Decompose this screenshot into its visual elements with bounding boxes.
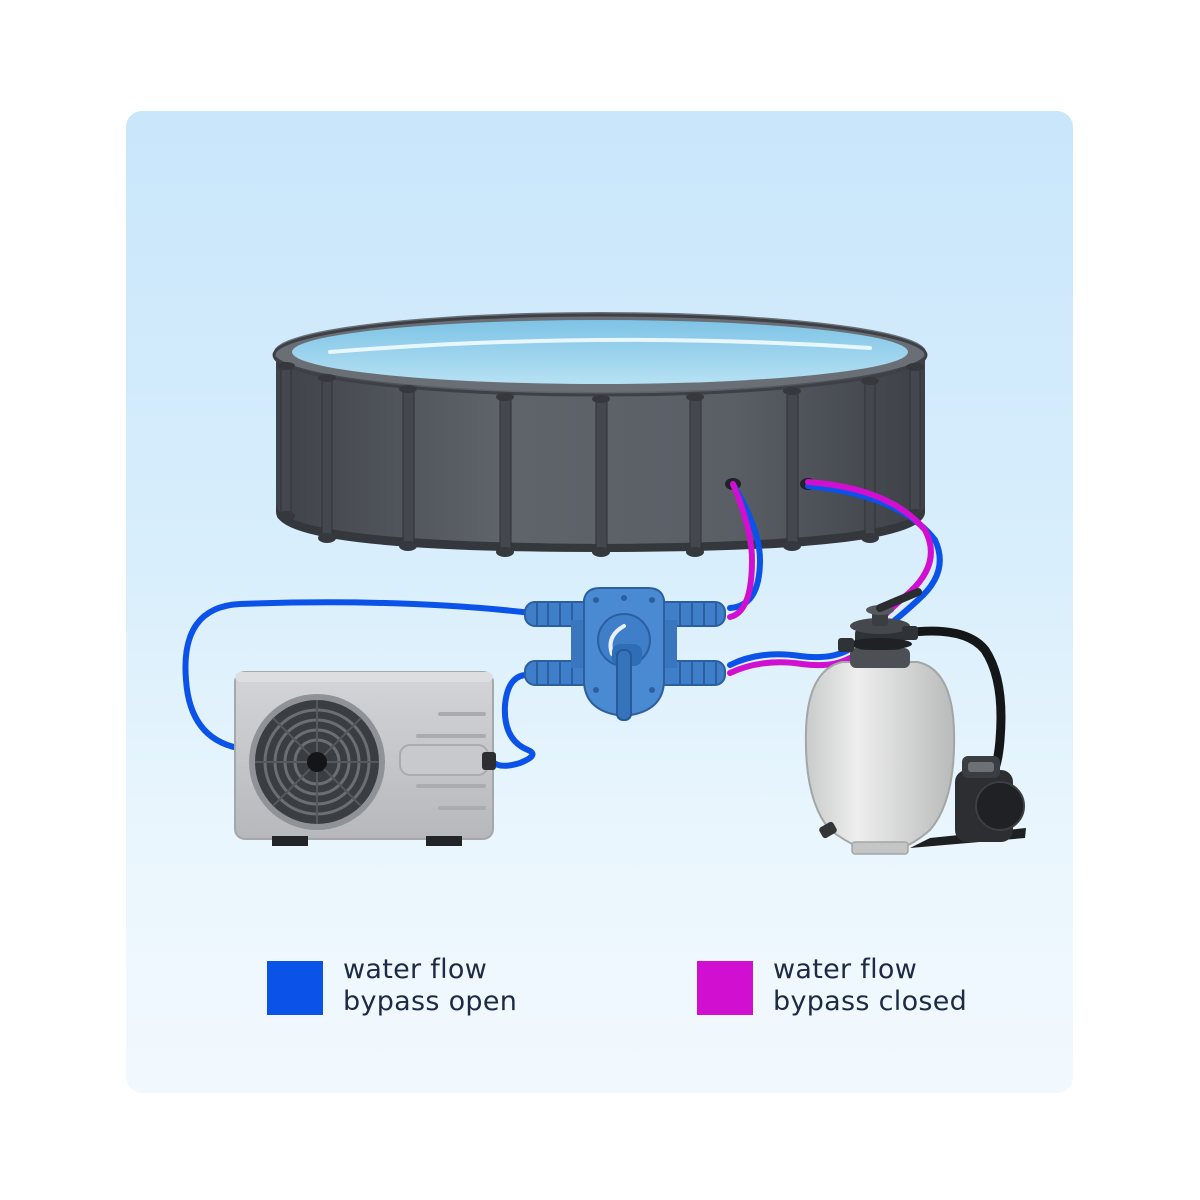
filter-tank-base <box>851 841 909 855</box>
heat-pump-vents <box>416 712 486 810</box>
heat-pump <box>234 671 496 846</box>
pool-water <box>292 320 908 384</box>
heat-pump-foot-right <box>426 836 462 846</box>
legend-label: water flow bypass open <box>343 954 517 1018</box>
valve-dial-arrow-icon <box>608 624 626 656</box>
legend-label-line2: bypass open <box>343 986 518 1017</box>
above-ground-pool <box>272 312 928 557</box>
heat-pump-panel <box>399 744 489 776</box>
heat-pump-connector <box>482 752 496 770</box>
pump-motor <box>975 781 1025 831</box>
multiport-valve <box>838 588 922 668</box>
multiport-handle[interactable] <box>876 588 922 612</box>
bypass-valve <box>524 587 726 721</box>
hose-heatpump-bottom <box>490 671 536 769</box>
hose-return-blue <box>805 483 943 623</box>
legend-label-line1: water flow <box>773 954 918 985</box>
legend-swatch-magenta <box>697 961 753 1015</box>
valve-bolts <box>593 595 655 693</box>
legend-label-line2: bypass closed <box>773 986 968 1017</box>
hose-heatpump-top <box>182 599 535 751</box>
fan-grille-icon <box>249 694 385 830</box>
legend-swatch-blue <box>267 961 323 1015</box>
sand-filter <box>804 588 956 855</box>
heat-pump-top-edge <box>235 672 493 682</box>
pool-top-rim-edge <box>272 313 928 397</box>
filter-drain-plug <box>819 821 837 839</box>
hose-pool-to-valve-magenta <box>727 481 755 620</box>
heat-pump-foot-left <box>272 836 308 846</box>
pool-bottom-rail <box>276 504 925 552</box>
pump-strainer-lid <box>968 762 994 772</box>
hose-valve-to-filter-blue <box>727 647 851 668</box>
water-highlight <box>328 337 872 354</box>
filter-pump <box>910 756 1026 848</box>
post-caps <box>277 362 924 557</box>
hoses <box>182 479 1006 780</box>
valve-handle[interactable] <box>612 644 642 721</box>
legend-label-line1: water flow <box>343 954 488 985</box>
legend-label: water flow bypass closed <box>773 954 967 1018</box>
